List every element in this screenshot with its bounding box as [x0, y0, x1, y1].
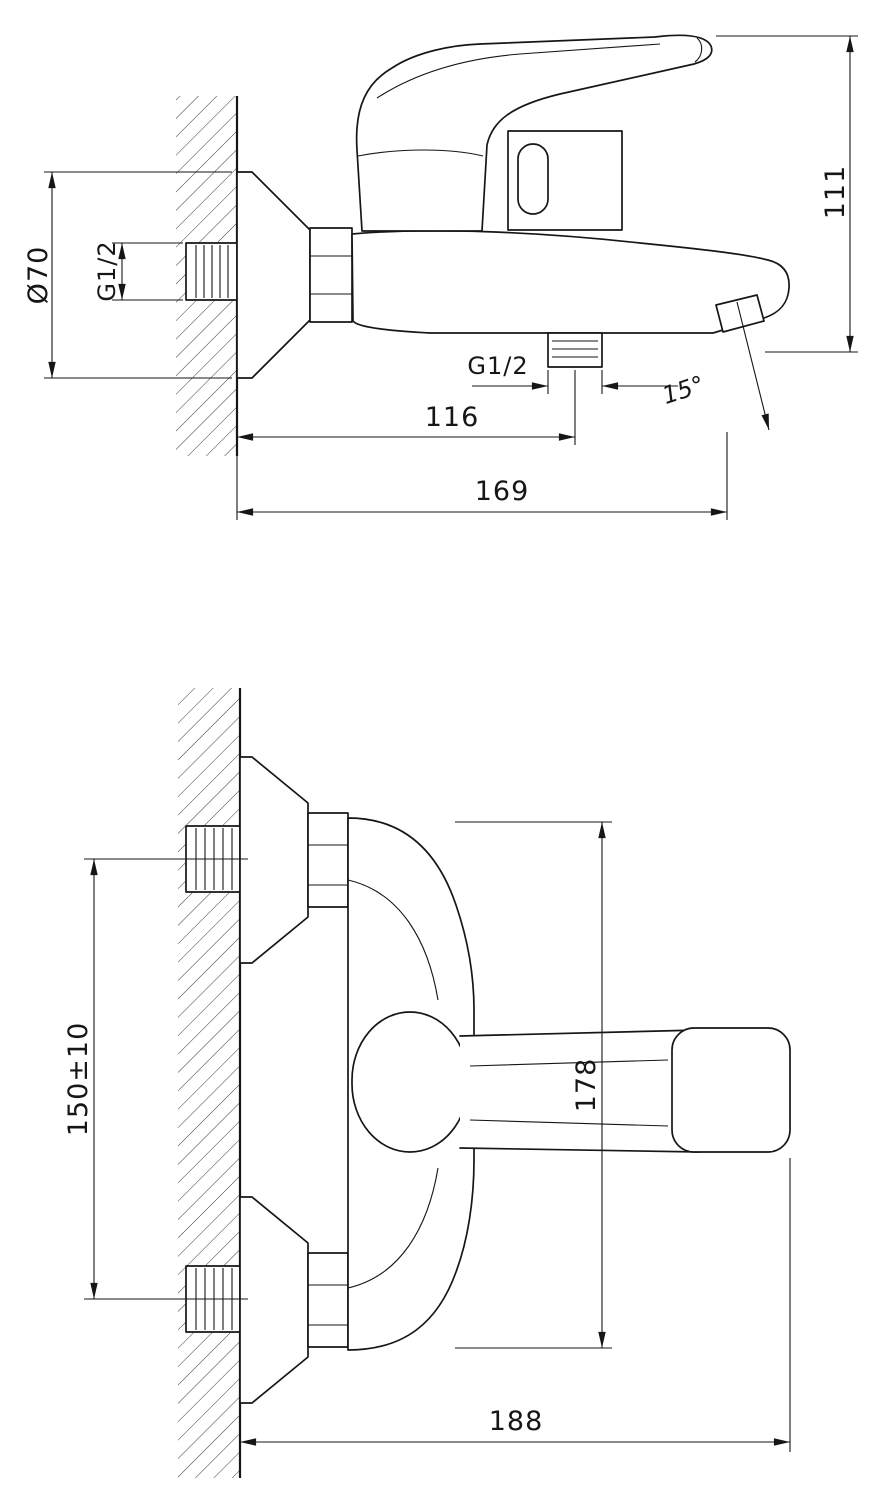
dimension-inlet-spacing: 150±10: [63, 858, 248, 1300]
lever-end: [671, 1027, 791, 1153]
lever-tip-line: [694, 37, 703, 63]
lever-arm-edges: [459, 1029, 701, 1153]
dim-label-outlet-thread: G1/2: [467, 352, 528, 380]
body-contour-top: [347, 879, 439, 1001]
hex-nut-bottom: [307, 1252, 349, 1348]
escutcheon-cone-top: [239, 756, 309, 964]
hex-nut-top: [307, 812, 349, 908]
shower-outlet: [547, 332, 603, 368]
outlet-thread-lines: [552, 340, 598, 358]
faucet-body: [351, 229, 790, 334]
dim-label-escutcheon-diameter: Ø70: [23, 246, 54, 305]
diverter-block: [507, 130, 623, 231]
dimension-escutcheon-diameter: Ø70: [23, 171, 232, 379]
nut-facet-lines: [308, 1284, 348, 1326]
dimension-overall-width: 188: [240, 1158, 791, 1452]
inlet-nipple: [185, 242, 238, 301]
dim-label-inlet-spacing: 150±10: [63, 1022, 94, 1137]
front-view: 150±10 178 188: [63, 688, 791, 1478]
dim-label-spout-center: 116: [425, 402, 480, 433]
handle-lever: [355, 34, 713, 232]
thread-lines: [195, 245, 229, 298]
dim-label-inlet-thread: G1/2: [93, 240, 121, 301]
dimension-overall-depth: 169: [236, 432, 728, 520]
body-contour-bottom: [347, 1167, 439, 1289]
nut-facet-lines: [310, 255, 352, 295]
handle-front: [351, 1011, 791, 1153]
side-view: Ø70 G1/2 111 G1/2 15° 116: [23, 34, 858, 520]
dim-label-body-height: 178: [571, 1058, 602, 1113]
handle-base-line: [357, 149, 484, 157]
dim-label-spout-angle: 15°: [659, 370, 708, 410]
dim-label-overall-width: 188: [489, 1406, 544, 1437]
dimension-outlet-thread: G1/2: [467, 352, 678, 394]
escutcheon-cone: [236, 171, 311, 379]
diverter-slot: [517, 143, 549, 215]
dimension-spout-center: 116: [237, 370, 576, 445]
escutcheon-cone-bottom: [239, 1196, 309, 1404]
wall-hatch-front: [178, 688, 240, 1478]
lever-arm-contours: [469, 1059, 669, 1127]
dim-label-overall-height: 111: [820, 165, 851, 220]
dimension-body-height: 178: [455, 821, 612, 1349]
handle-cap: [351, 1011, 469, 1153]
wall-section-front: [178, 688, 242, 1478]
lever-contour-line: [376, 43, 661, 99]
nut-facet-lines: [308, 844, 348, 886]
dim-label-overall-depth: 169: [475, 476, 530, 507]
dimension-inlet-thread: G1/2: [93, 240, 183, 302]
hex-nut: [309, 227, 353, 323]
dimension-overall-height: 111: [716, 35, 858, 353]
